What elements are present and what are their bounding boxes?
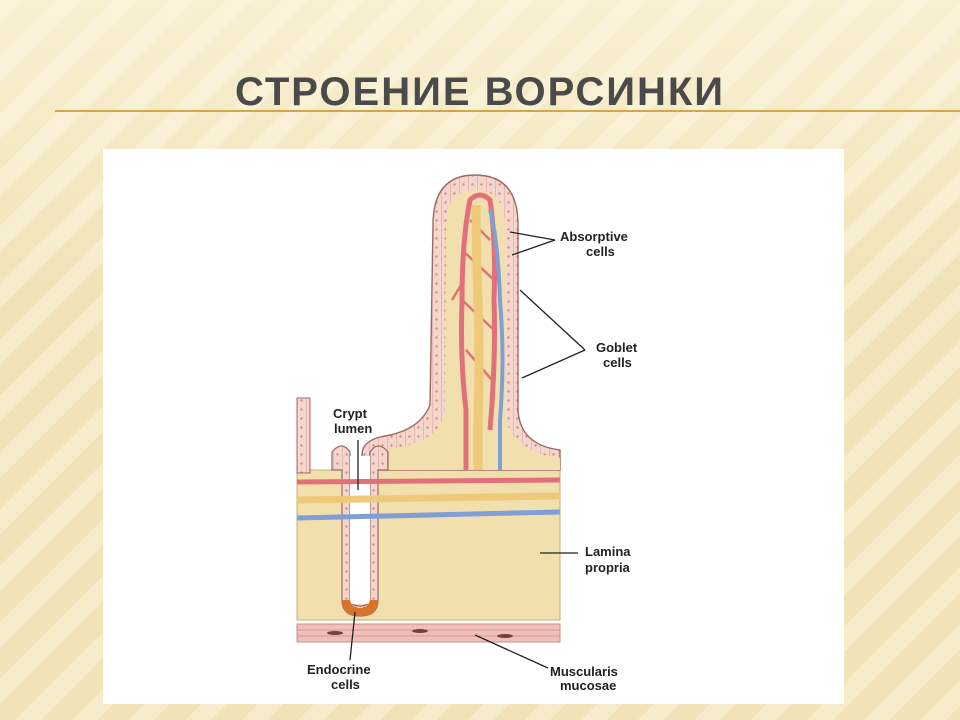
label-goblet-1: Goblet [596,340,638,355]
absorptive-leader-1 [509,231,556,241]
label-absorptive-2: cells [586,244,615,259]
muscularis-mucosae-band [296,623,561,643]
label-endocrine-2: cells [331,677,360,692]
label-lamina-1: Lamina [585,544,631,559]
villus-core [375,190,560,470]
label-goblet-2: cells [603,355,632,370]
goblet-leader-1 [519,289,586,351]
label-absorptive-1: Absorptive [560,229,628,244]
villus-artery [459,192,497,470]
label-muscularis-2: mucosae [560,678,616,693]
lamina-propria-tissue [296,469,561,621]
muscularis-leader [474,634,549,669]
title-underline [55,110,960,112]
villus-lacteal [471,204,484,470]
label-crypt-2: lumen [334,421,372,436]
crypt-lumen [350,456,370,604]
muscle-fibers [297,629,560,637]
label-muscularis-1: Muscularis [550,664,618,679]
label-lamina-2: propria [585,560,631,575]
label-endocrine-1: Endocrine [307,662,371,677]
absorptive-leader-2 [511,239,556,256]
endocrine-leader [349,611,356,661]
label-crypt-1: Crypt [333,406,368,421]
vein-horizontal [296,509,561,521]
artery-horizontal [296,477,561,485]
villus-vein [488,209,505,470]
endocrine-cells-marker [342,600,378,616]
crypt-epithelium-left [296,397,311,474]
lacteal-horizontal [296,492,561,504]
goblet-leader-2 [521,349,586,379]
slide-title: СТРОЕНИЕ ВОРСИНКИ [234,70,726,114]
